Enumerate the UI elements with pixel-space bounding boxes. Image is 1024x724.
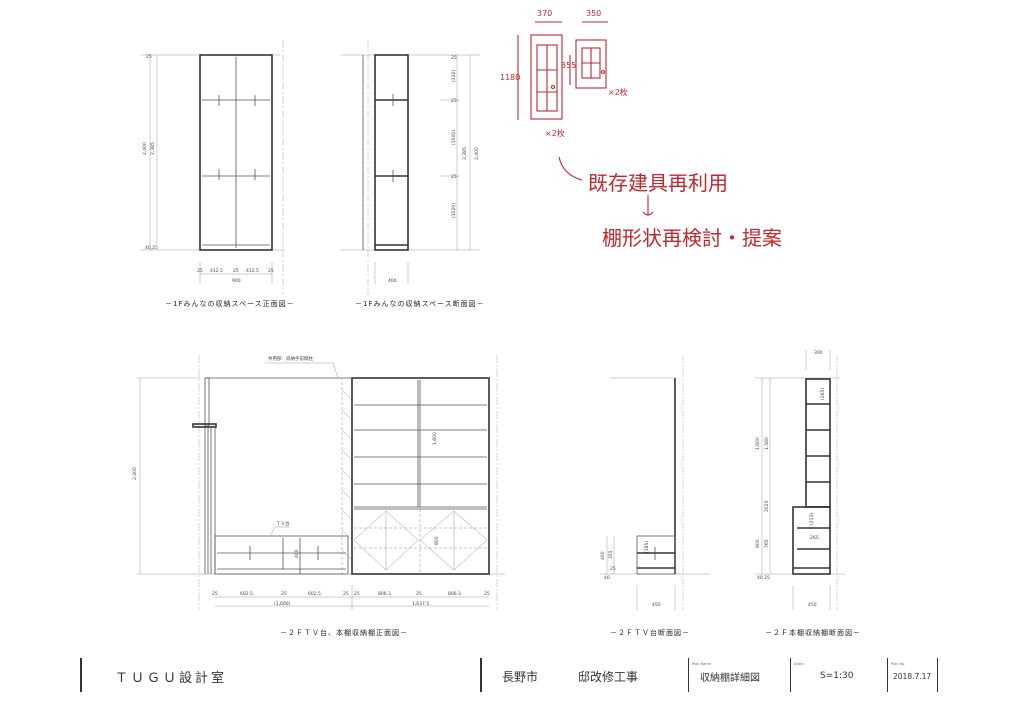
hand-note-redesign: 棚形状再検討・提案: [602, 226, 782, 250]
dim: (1020): [451, 203, 457, 218]
handwritten-markup: 370 350 1180 355 ×2枚 ×2枚 既存建具再利用 棚形状再検討・…: [500, 9, 782, 250]
dim: 25: [451, 55, 457, 61]
scale: S=1:30: [820, 671, 854, 681]
office-name: ＴＵＧＵ設計室: [115, 670, 228, 686]
divider: [887, 658, 888, 692]
drawing-title: －1Fみんなの収納スペース断面図－: [355, 299, 485, 308]
plan-no-label: Plan No.: [891, 662, 906, 666]
dim-total-right: 1,637.5: [412, 601, 429, 607]
dim-depth: 450: [652, 602, 661, 608]
hand-width-1: 370: [537, 9, 552, 18]
dim-top: 25: [146, 54, 152, 60]
dim-w: 25: [354, 591, 360, 597]
hand-note-reuse: 既存建具再利用: [588, 171, 728, 195]
dim-w: 412.5: [210, 268, 223, 274]
dim-w: 602.5: [308, 591, 321, 597]
front-elevation-2f: 2,400 ＴＶ台 400 共用部：収納手前間柱: [132, 355, 505, 637]
scale-label: Scale: [794, 662, 804, 666]
plan-name: 収納棚詳細図: [700, 672, 760, 684]
dim-w: 25: [484, 591, 490, 597]
dim-shelf-height: 1,600: [432, 432, 438, 445]
dim: (185): [644, 541, 650, 553]
dim: 25: [610, 566, 616, 572]
shelf-section-2f: 300 1,600 1,560 (265) 2025 800 765 (213)…: [755, 350, 861, 637]
dim-w: 25: [416, 591, 422, 597]
drawing-title: －２ＦＴＶ台、本棚収納棚正面図－: [280, 628, 408, 637]
dim: 25: [451, 174, 457, 180]
dim-w: 25: [281, 591, 287, 597]
dim: (320): [451, 70, 457, 82]
dim-w: 602.5: [240, 591, 253, 597]
dim: (213): [809, 513, 815, 525]
dim-height: 2,400: [142, 142, 148, 155]
dim-w: 25: [268, 268, 274, 274]
drawing-title: －２Ｆ本棚収納棚断面図－: [765, 628, 861, 637]
dim-top-depth: 300: [814, 350, 823, 356]
dim-w: 412.5: [246, 268, 259, 274]
dim-depth: 450: [808, 602, 817, 608]
dim: 25: [451, 98, 457, 104]
divider: [790, 658, 791, 692]
hand-qty-1: ×2枚: [545, 128, 565, 138]
dim: 765: [764, 539, 770, 548]
dim: 265: [810, 535, 819, 541]
divider: [688, 658, 689, 692]
city: 長野市: [502, 669, 539, 684]
dim: 1,600: [755, 437, 761, 450]
tv-stand-label: ＴＶ台: [276, 520, 290, 527]
dim-height-inner: 2,385: [150, 142, 156, 155]
date: 2018.7.17: [893, 671, 932, 681]
plan-name-label: Plan Name: [692, 662, 711, 666]
dim: 355: [608, 550, 614, 559]
dim: 800: [755, 539, 761, 548]
dim-w: 806.3: [378, 591, 391, 597]
dim: 1,560: [764, 437, 770, 450]
dim-total-width: 900: [232, 278, 241, 284]
dim-tv-height: 400: [294, 549, 300, 558]
dim-w: 25: [197, 268, 203, 274]
dim-lower-height: 800: [434, 536, 440, 545]
divider: [480, 658, 482, 692]
tv-section-2f: 400 355 25 40 (185) 450 －２ＦＴＶ台断面図－: [600, 355, 710, 637]
hand-height-1: 1180: [500, 73, 520, 82]
dim-height: 2,400: [132, 467, 138, 480]
hand-qty-2: ×2枚: [608, 87, 628, 97]
front-elevation-1f: 2,400 2,385 25 40,25 25 412.5 25 412.5 2…: [140, 40, 295, 308]
dim: (1000): [451, 130, 457, 145]
divider: [937, 658, 938, 692]
section-1f: 25 (320) 25 (1000) 25 (1020) 2,385 2,400…: [340, 40, 485, 308]
hand-width-2: 350: [586, 9, 601, 18]
column-note: 共用部：収納手前間柱: [268, 355, 313, 362]
dim: 2025: [764, 500, 770, 512]
dim-w: 25: [233, 268, 239, 274]
dim-w: 25: [212, 591, 218, 597]
dim-bottom: 40,25: [145, 245, 158, 251]
dim: 2,400: [474, 147, 480, 160]
dim: 40 25: [757, 575, 770, 581]
dim-total-left: (1,600): [274, 601, 291, 607]
dim-w: 806.3: [448, 591, 461, 597]
project-name: 邸改修工事: [578, 669, 639, 684]
dim: (265): [820, 388, 826, 400]
dim: 400: [600, 551, 606, 560]
drawing-title: －1Fみんなの収納スペース正面図－: [165, 299, 295, 308]
dim: 2,385: [462, 147, 468, 160]
dim-depth: 400: [388, 278, 397, 284]
drawing-title: －２ＦＴＶ台断面図－: [610, 628, 690, 637]
divider: [80, 658, 82, 692]
dim: 40: [604, 575, 610, 581]
hand-height-2: 355: [561, 61, 576, 70]
dim-w: 25: [343, 591, 349, 597]
